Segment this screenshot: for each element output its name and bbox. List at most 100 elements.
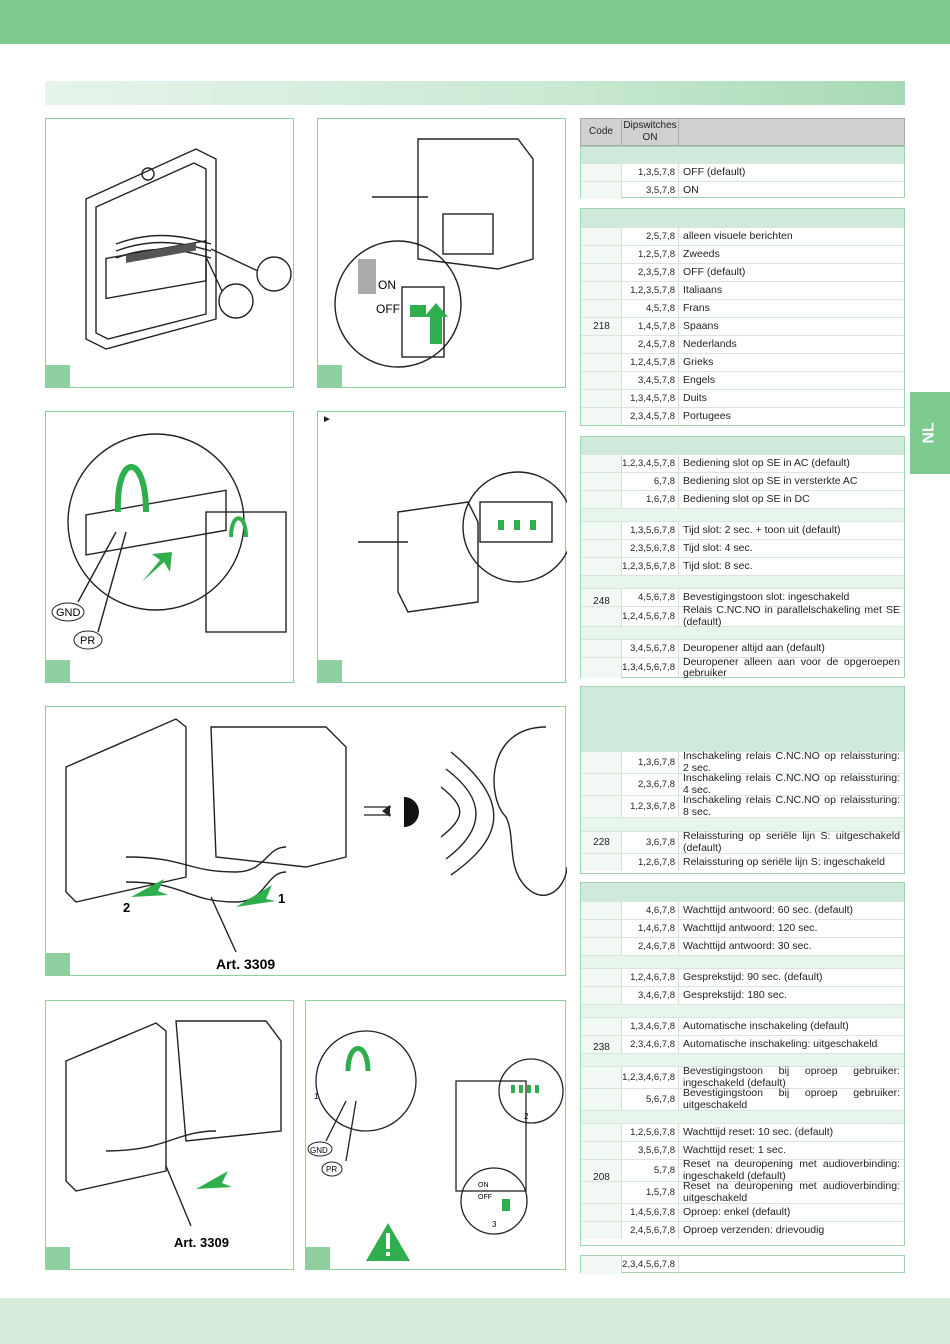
table-row: 1,2,4,5,7,8 Grieks	[581, 353, 904, 371]
description-cell: Nederlands	[683, 337, 737, 350]
description-cell: Reset na deuropening met audioverbinding…	[683, 1158, 900, 1182]
code-cell	[581, 1124, 622, 1141]
dipswitch-cell: 2,3,4,5,7,8	[622, 408, 679, 425]
code-cell	[581, 987, 622, 1004]
step-1-label: 1	[278, 891, 285, 906]
dipswitch-cell: 3,4,5,7,8	[622, 372, 679, 389]
dipswitch-cell: 2,4,6,7,8	[622, 938, 679, 955]
table-block-6: 2,3,4,5,6,7,8	[580, 1255, 905, 1274]
dipswitch-cell: 2,3,4,6,7,8	[622, 1036, 679, 1053]
code-cell	[581, 969, 622, 986]
gnd-label: GND	[56, 607, 81, 619]
jumper-wiring-illustration: GND PR	[51, 433, 287, 650]
cable-removal-illustration: Art. 3309	[65, 1020, 282, 1250]
step-2-small-label: 2	[524, 1112, 529, 1121]
description-cell: Automatische inschakeling (default)	[683, 1019, 849, 1032]
description-cell: Inschakeling relais C.NC.NO op relaisstu…	[683, 794, 900, 818]
description-cell: Wachttijd antwoord: 60 sec. (default)	[683, 903, 854, 916]
code-label: 248	[593, 595, 610, 607]
description-cell: Tijd slot: 8 sec.	[683, 559, 753, 572]
description-cell: Bevestigingstoon bij oproep gebruiker: i…	[683, 1065, 900, 1089]
code-cell	[581, 473, 622, 490]
description-cell: Wachttijd reset: 10 sec. (default)	[683, 1125, 834, 1138]
description-cell: Bediening slot op SE in DC	[683, 492, 810, 505]
description-cell: Tijd slot: 4 sec.	[683, 541, 753, 554]
code-cell	[581, 589, 622, 606]
description-cell: Wachttijd antwoord: 30 sec.	[683, 939, 812, 952]
dipswitch-cell: 1,2,3,5,7,8	[622, 282, 679, 299]
code-cell	[581, 854, 622, 871]
description-cell: Relais C.NC.NO in parallelschakeling met…	[683, 604, 900, 628]
illustration-panel-7: GND PR 1 2 3 ON OFF	[305, 1000, 566, 1270]
dipswitch-cell: 1,3,4,5,7,8	[622, 390, 679, 407]
panel-number-box	[46, 660, 70, 682]
table-separator	[581, 508, 904, 521]
code-cell	[581, 164, 622, 181]
description-cell: Grieks	[683, 355, 714, 368]
dipswitch-cell: 4,5,6,7,8	[622, 589, 679, 606]
code-cell	[581, 228, 622, 245]
table-header: Code Dipswitches ON	[580, 118, 905, 146]
dipswitch-cell: 4,5,7,8	[622, 300, 679, 317]
code-label: 208	[593, 1171, 610, 1183]
dipswitch-cell: 3,4,5,6,7,8	[622, 640, 679, 657]
code-cell	[581, 1089, 622, 1110]
dipswitch-cell: 2,3,5,7,8	[622, 264, 679, 281]
illustration-panel-1	[45, 118, 294, 388]
table-row: 1,2,5,6,7,8 Wachttijd reset: 10 sec. (def…	[581, 1123, 904, 1141]
description-cell: Bevestigingstoon bij oproep gebruiker: u…	[683, 1087, 900, 1111]
on-small-label: ON	[478, 1182, 489, 1189]
dipswitch-cell: 2,5,7,8	[622, 228, 679, 245]
code-cell	[581, 455, 622, 472]
description-cell: Inschakeling relais C.NC.NO op relaisstu…	[683, 772, 900, 796]
description-cell: Reset na deuropening met audioverbinding…	[683, 1180, 900, 1204]
code-cell	[581, 796, 622, 817]
code-label: 238	[593, 1041, 610, 1053]
header-dipswitches: Dipswitches ON	[622, 119, 679, 145]
block-heading	[581, 883, 904, 901]
code-cell	[581, 354, 622, 371]
code-cell	[581, 390, 622, 407]
description-cell: Duits	[683, 391, 707, 404]
top-banner	[0, 0, 950, 44]
code-cell	[581, 558, 622, 575]
description-cell: Bediening slot op SE in versterkte AC	[683, 474, 858, 487]
code-cell	[581, 832, 622, 853]
panel-number-box	[46, 1247, 70, 1269]
dipswitch-cell: 1,2,3,4,6,7,8	[622, 1067, 679, 1088]
language-tab[interactable]: NL	[910, 392, 950, 474]
table-separator	[581, 1004, 904, 1017]
description-cell: Bediening slot op SE in AC (default)	[683, 456, 850, 469]
dipswitch-cell: 1,2,4,5,7,8	[622, 354, 679, 371]
table-separator	[581, 1053, 904, 1066]
dipswitch-cell: 5,7,8	[622, 1160, 679, 1181]
dipswitch-cell: 1,3,4,5,6,7,8	[622, 658, 679, 678]
table-separator	[581, 1110, 904, 1123]
panel-number-box	[46, 365, 70, 387]
code-cell	[581, 282, 622, 299]
dipswitch-cell: 1,2,5,6,7,8	[622, 1124, 679, 1141]
panel-number-box	[318, 365, 342, 387]
table-row: 2,4,6,7,8 Wachttijd antwoord: 30 sec.	[581, 937, 904, 955]
block-heading	[581, 147, 904, 163]
summary-illustration: GND PR 1 2 3 ON OFF	[307, 1030, 564, 1261]
